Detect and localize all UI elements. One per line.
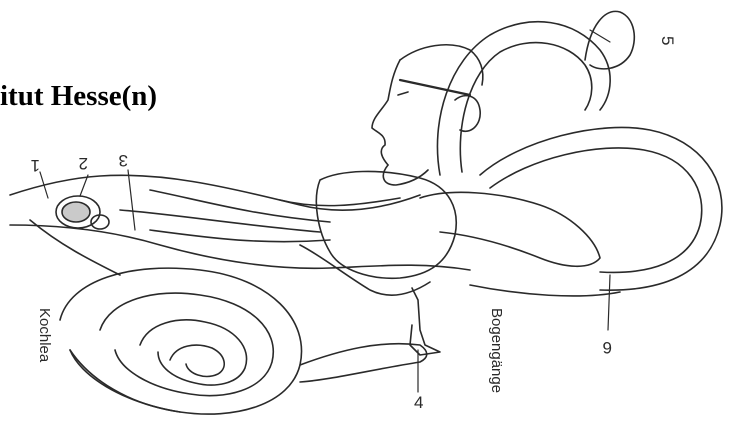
label-5: 5: [658, 36, 677, 45]
lateral-canal: [470, 127, 722, 296]
upper-canal: [437, 11, 634, 175]
nerve-bundle: [10, 175, 470, 275]
label-2: 2: [79, 154, 88, 173]
label-bogengaenge: Bogengänge: [488, 308, 505, 393]
label-4: 4: [414, 393, 423, 412]
page-title: itut Hesse(n): [0, 80, 157, 113]
head-profile: [372, 45, 483, 185]
nerve-cross-section: [56, 196, 109, 229]
label-3: 3: [119, 151, 128, 170]
label-6: 6: [603, 338, 612, 357]
label-kochlea: Kochlea: [36, 308, 53, 363]
label-1: 1: [31, 156, 40, 175]
vestibule: [300, 171, 600, 295]
